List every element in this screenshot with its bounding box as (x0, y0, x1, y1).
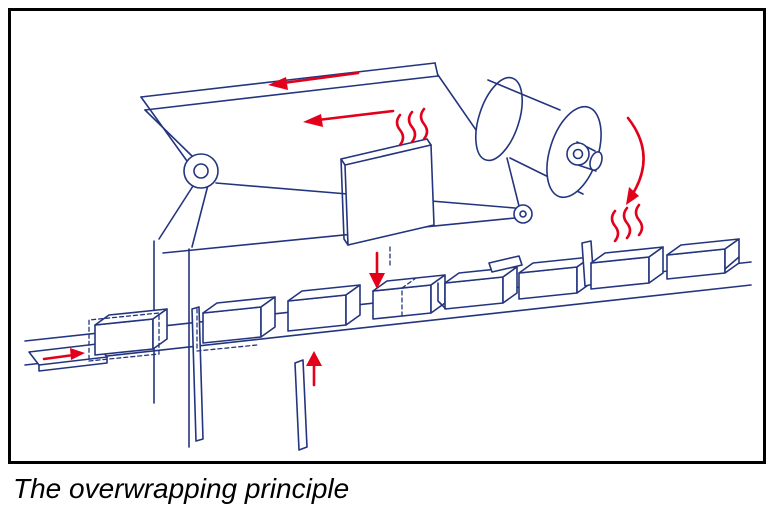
film-web (153, 74, 520, 448)
wrap-stage-5 (437, 266, 518, 310)
under-folding-plate (294, 359, 308, 451)
wrap-stage-1 (88, 308, 168, 362)
film-down-arrow (369, 251, 385, 289)
fold-up-arrow (306, 351, 322, 387)
wrap-stage-4 (372, 274, 446, 320)
figure-caption: The overwrapping principle (13, 473, 350, 504)
infeed-arrow (42, 348, 85, 361)
heater-plate (340, 138, 435, 268)
overwrapping-diagram (24, 62, 752, 451)
wrap-stage-8 (666, 238, 740, 280)
web-direction-arrow (303, 109, 395, 127)
heat-lines-sealer (610, 203, 644, 243)
rotation-arrow (626, 116, 645, 205)
film-roll (474, 76, 603, 199)
top-conveyor-belt (140, 62, 439, 162)
belt-direction-arrow (268, 71, 360, 90)
wrap-stage-7 (581, 240, 664, 290)
belt-roller (183, 153, 219, 189)
wrap-stage-2 (196, 296, 276, 352)
guide-roller (513, 204, 533, 224)
wrap-stage-3 (287, 284, 361, 332)
figure-frame (8, 8, 766, 464)
film-curtain-plate (191, 306, 204, 442)
heat-lines-center (395, 107, 429, 147)
